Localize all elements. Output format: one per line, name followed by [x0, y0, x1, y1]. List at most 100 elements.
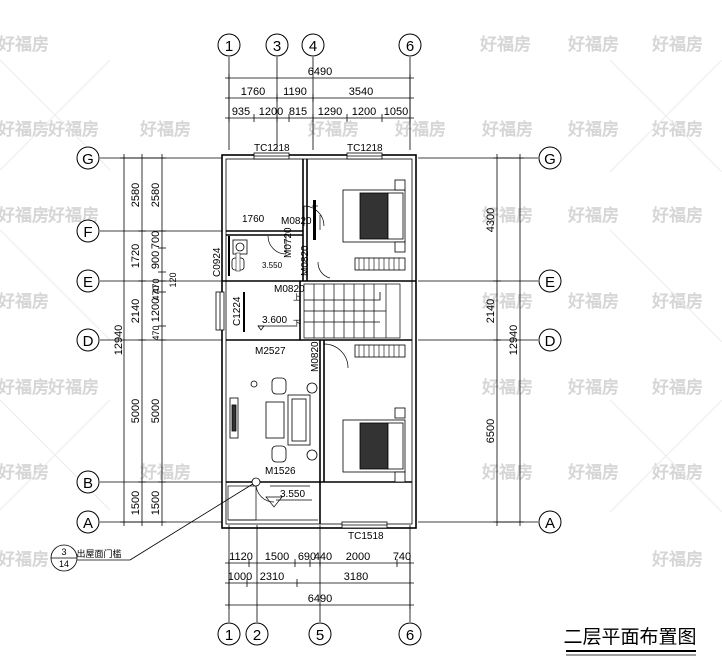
- watermark: 好福房: [567, 377, 619, 397]
- watermark: 好福房: [567, 34, 619, 54]
- watermark: 好福房: [0, 377, 49, 397]
- dim-top: 1760: [241, 86, 265, 98]
- dim-bottom: 2310: [260, 571, 284, 583]
- dim-top: 815: [289, 106, 307, 118]
- dim-right: 2140: [485, 299, 497, 323]
- dim-left-inner: 5000: [150, 399, 162, 423]
- dim-left-inner: 470: [151, 325, 161, 340]
- dim-bottom: 1500: [265, 551, 289, 563]
- plan-labels: TC1218 TC1218 TC1518 1760 M0820 M0720 M0…: [212, 143, 384, 542]
- armchair-icon: [271, 377, 287, 395]
- plant-icon: [250, 380, 258, 388]
- dim-left: 2580: [130, 183, 142, 207]
- dim-left-inner: 900: [150, 251, 162, 269]
- title-underline: [566, 650, 696, 656]
- watermark: 好福房: [567, 462, 619, 482]
- axis-label-top: 1: [225, 38, 233, 55]
- right-dimensions: [493, 154, 524, 526]
- axis-label-top: 4: [309, 38, 317, 55]
- watermark: 好福房: [307, 119, 359, 139]
- watermark: 好福房: [567, 291, 619, 311]
- window-label: C1224: [232, 296, 243, 326]
- dim-bottom: 1120: [229, 551, 253, 563]
- dim-right: 4300: [485, 208, 497, 232]
- dim-left: 1500: [130, 491, 142, 515]
- dim-left-inner: 1200: [150, 298, 162, 322]
- door-label: M0820: [274, 284, 305, 295]
- axis-label-top: 3: [273, 38, 281, 55]
- background-diagonals: [0, 59, 722, 513]
- watermark: 好福房: [651, 205, 703, 225]
- axis-label-bottom: 5: [316, 627, 324, 644]
- wardrobe-icon: [354, 257, 406, 271]
- bathroom-fixtures: [231, 239, 248, 272]
- door-label: M2527: [255, 346, 286, 357]
- window-label: TC1218: [347, 143, 383, 154]
- axis-label-bottom: 6: [406, 627, 414, 644]
- dim-left: 2140: [130, 299, 142, 323]
- plant-icon: [306, 382, 318, 394]
- wall-dim-label: 1760: [242, 214, 265, 225]
- dim-top: 1200: [352, 106, 376, 118]
- dim-bottom: 690: [298, 551, 316, 563]
- stair: [303, 283, 401, 339]
- door-marks: [228, 200, 316, 332]
- axis-label-left: D: [83, 333, 94, 350]
- watermark: 好福房: [567, 119, 619, 139]
- dim-left-inner: 2580: [150, 183, 162, 207]
- axis-label-bottom: 1: [225, 627, 233, 644]
- watermark: 好福房: [0, 119, 49, 139]
- dim-top: 3540: [349, 86, 373, 98]
- watermark: 好福房: [0, 34, 49, 54]
- watermark: 好福房: [481, 462, 533, 482]
- dim-left-inner: 470: [151, 278, 161, 293]
- watermark: 好福房: [479, 34, 531, 54]
- door-label: M0820: [310, 341, 321, 372]
- watermark: 好福房: [481, 377, 533, 397]
- dim-bottom: 1000: [228, 571, 252, 583]
- dim-top: 1050: [384, 106, 408, 118]
- watermark: 好福房: [0, 205, 49, 225]
- door-label: M1526: [265, 466, 296, 477]
- stair-label: 下: [293, 319, 301, 328]
- dim-top: 1290: [318, 106, 342, 118]
- wardrobe-icon: [354, 344, 406, 358]
- dim-left-inner: 1500: [150, 491, 162, 515]
- detail-callout-text: 3 14 出屋面门槛: [59, 547, 122, 569]
- axis-label-right: E: [545, 274, 555, 291]
- dim-top: 1190: [283, 86, 307, 98]
- watermark: 好福房: [394, 119, 446, 139]
- axis-label-left: E: [83, 274, 93, 291]
- watermark: 好福房: [139, 462, 191, 482]
- level-label: 3.550: [280, 489, 305, 500]
- bottom-dimension-text: 1120 1500 690 440 2000 740 1000 2310 318…: [228, 551, 411, 605]
- watermark: 好福房: [651, 377, 703, 397]
- watermark: 好福房: [47, 377, 99, 397]
- dim-bottom: 2000: [346, 551, 370, 563]
- door-label: M0820: [281, 216, 312, 227]
- detail-number: 3: [61, 547, 66, 557]
- detail-callout: [50, 477, 261, 572]
- watermark: 好福房: [0, 462, 49, 482]
- watermark: 好福房: [651, 291, 703, 311]
- window-label: TC1218: [254, 143, 290, 154]
- balcony: [227, 485, 318, 521]
- dim-left: 5000: [130, 399, 142, 423]
- dim-left-inner: 470: [151, 285, 161, 300]
- axis-label-right: D: [545, 333, 556, 350]
- watermark: 好福房: [651, 119, 703, 139]
- watermark: 好福房: [651, 462, 703, 482]
- watermark: 好福房: [481, 119, 533, 139]
- left-dimension-text: 12940 2580 1720 2140 5000 1500 2580 700 …: [113, 183, 178, 515]
- windows: [215, 152, 388, 529]
- watermark: 好福房: [47, 119, 99, 139]
- living-furniture: [229, 377, 318, 463]
- watermark: 好福房: [0, 291, 49, 311]
- window-label: TC1518: [348, 531, 384, 542]
- armchair-icon: [271, 445, 287, 463]
- left-dimensions: [120, 154, 166, 526]
- wardrobe-hatch: [358, 258, 400, 357]
- dim-left-inner: 700: [150, 231, 162, 249]
- dim-left-inner: 120: [168, 272, 178, 287]
